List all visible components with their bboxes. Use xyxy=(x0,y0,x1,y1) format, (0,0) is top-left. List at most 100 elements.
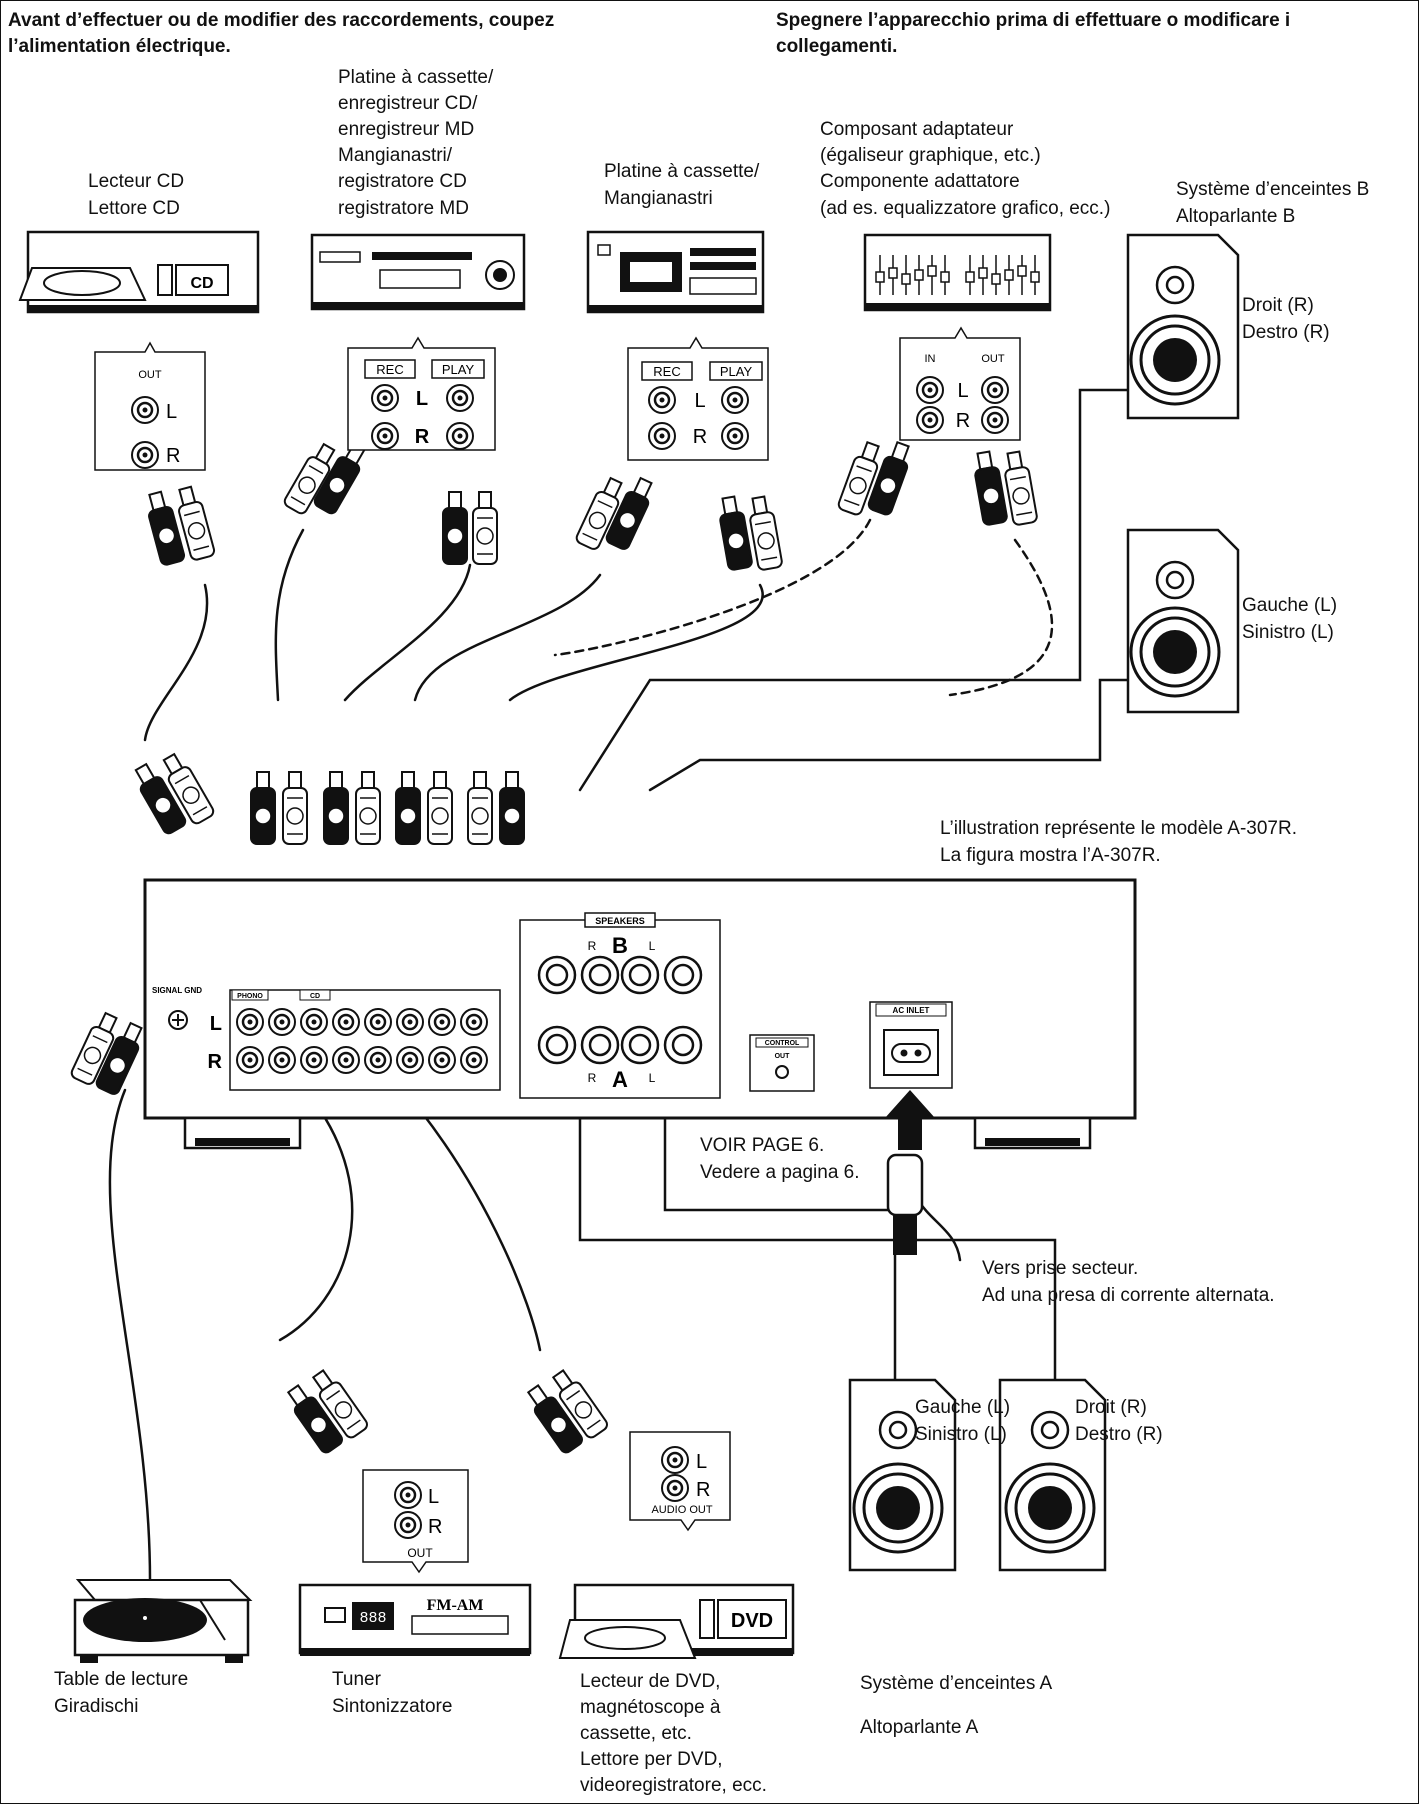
eq-l-label: L xyxy=(957,380,968,402)
spk-a-right-fr: Droit (R) xyxy=(1075,1397,1147,1418)
warning-fr-line1: Avant d’effectuer ou de modifier des rac… xyxy=(8,10,555,31)
cd-player: CD xyxy=(18,230,260,314)
mains-it: Ad una presa di corrente alternata. xyxy=(982,1285,1275,1306)
spk-a-l-label: L xyxy=(649,1071,656,1085)
eq-caption-2: (égaliseur graphique, etc.) xyxy=(820,145,1041,166)
md-caption-6: registratore MD xyxy=(338,198,469,219)
eq-caption-1: Composant adaptateur xyxy=(820,119,1014,140)
spk-b-left-fr: Gauche (L) xyxy=(1242,595,1338,616)
cd-caption-it: Lettore CD xyxy=(88,198,180,219)
md-caption-4: Mangianastri/ xyxy=(338,145,453,166)
equalizer xyxy=(863,233,1052,312)
tape-rec-label: REC xyxy=(653,364,680,379)
tuner-jack-panel: L R OUT xyxy=(362,1469,469,1574)
amp-l-label: L xyxy=(210,1013,222,1035)
spk-a-right-it: Destro (R) xyxy=(1075,1424,1163,1445)
eq-r-label: R xyxy=(956,410,970,432)
md-jack-panel: REC PLAY L R xyxy=(347,336,496,451)
mains-fr: Vers prise secteur. xyxy=(982,1258,1139,1279)
md-caption-5: registratore CD xyxy=(338,171,467,192)
eq-in-label: IN xyxy=(925,353,936,365)
dvd-badge: DVD xyxy=(731,1610,773,1632)
amp-r-label: R xyxy=(208,1051,223,1073)
md-rec-label: REC xyxy=(376,362,403,377)
amp-note-it: La figura mostra l’A-307R. xyxy=(940,845,1161,866)
spk-a-r-label: R xyxy=(588,1071,597,1085)
tape-caption-it: Mangianastri xyxy=(604,188,713,209)
tape-deck xyxy=(586,230,765,314)
tape-caption-fr: Platine à cassette/ xyxy=(604,161,760,182)
spk-a-caption-fr: Système d’enceintes A xyxy=(860,1673,1053,1694)
speaker-b-right xyxy=(1126,233,1240,420)
warning-fr-line2: l’alimentation électrique. xyxy=(8,36,231,57)
cd-r-label: R xyxy=(166,445,180,467)
spk-b-r-label: R xyxy=(588,939,597,953)
tuner-caption-it: Sintonizzatore xyxy=(332,1696,453,1717)
warning-it-line1: Spegnere l’apparecchio prima di effettua… xyxy=(776,10,1291,31)
tuner-digits: 888 xyxy=(359,1610,386,1627)
dvd-jack-panel: L R AUDIO OUT xyxy=(629,1431,731,1532)
tape-l-label: L xyxy=(694,390,705,412)
md-caption-3: enregistreur MD xyxy=(338,119,475,140)
tuner-badge: FM-AM xyxy=(427,1597,484,1614)
dvd-caption-4: Lettore per DVD, xyxy=(580,1749,723,1770)
see-page-it: Vedere a pagina 6. xyxy=(700,1162,860,1183)
spk-b-caption-fr: Système d’enceintes B xyxy=(1176,179,1370,200)
turntable xyxy=(73,1579,253,1663)
speaker-b-left xyxy=(1126,528,1240,714)
cd-jack-panel: OUT L R xyxy=(94,341,206,471)
dvd-r-label: R xyxy=(696,1479,710,1501)
amp-cd-label: CD xyxy=(310,993,320,1000)
spk-b-right-fr: Droit (R) xyxy=(1242,295,1314,316)
md-caption-2: enregistreur CD/ xyxy=(338,93,478,114)
cd-l-label: L xyxy=(166,401,177,423)
warning-it-line2: collegamenti. xyxy=(776,36,898,57)
tuner-l-label: L xyxy=(428,1486,439,1508)
md-play-label: PLAY xyxy=(442,362,475,377)
md-caption-1: Platine à cassette/ xyxy=(338,67,494,88)
plug-in-arrow xyxy=(885,1090,935,1150)
control-out-label: OUT xyxy=(775,1053,791,1060)
spk-a-label: A xyxy=(612,1067,628,1092)
speaker-a-right xyxy=(998,1378,1107,1572)
dvd-caption-1: Lecteur de DVD, xyxy=(580,1671,721,1692)
dvd-player: DVD xyxy=(558,1583,795,1659)
speakers-label: SPEAKERS xyxy=(595,916,645,926)
eq-caption-3: Componente adattatore xyxy=(820,171,1020,192)
md-l-label: L xyxy=(416,388,428,410)
eq-jack-panel: IN OUT L R xyxy=(899,326,1021,441)
dvd-caption-5: videoregistratore, ecc. xyxy=(580,1775,767,1796)
eq-caption-4: (ad es. equalizzatore grafico, ecc.) xyxy=(820,198,1111,219)
md-recorder xyxy=(310,233,526,311)
eq-out-label: OUT xyxy=(981,353,1005,365)
turntable-caption-it: Giradischi xyxy=(54,1696,139,1717)
tuner-caption-fr: Tuner xyxy=(332,1669,381,1690)
control-label: CONTROL xyxy=(765,1040,800,1047)
turntable-caption-fr: Table de lecture xyxy=(54,1669,189,1690)
signal-gnd-label: SIGNAL GND xyxy=(152,986,202,995)
spk-b-label: B xyxy=(612,933,628,958)
speaker-a-left xyxy=(848,1378,957,1572)
see-page-fr: VOIR PAGE 6. xyxy=(700,1135,825,1156)
amplifier-rear-panel: SIGNAL GND PHONO CD L R SPEAKERS R B L xyxy=(143,878,1137,1150)
cd-out-label: OUT xyxy=(138,369,162,381)
md-r-label: R xyxy=(415,426,430,448)
phono-label: PHONO xyxy=(237,993,263,1000)
spk-b-l-label: L xyxy=(649,939,656,953)
dvd-out-label: AUDIO OUT xyxy=(651,1504,712,1516)
tuner-r-label: R xyxy=(428,1516,442,1538)
spk-a-left-fr: Gauche (L) xyxy=(915,1397,1011,1418)
tuner-out-label: OUT xyxy=(407,1546,433,1560)
cd-caption-fr: Lecteur CD xyxy=(88,171,185,192)
dvd-l-label: L xyxy=(696,1451,707,1473)
tuner: 888 FM-AM xyxy=(298,1583,532,1656)
ac-plug xyxy=(886,1153,924,1255)
spk-b-right-it: Destro (R) xyxy=(1242,322,1330,343)
ac-inlet-label: AC INLET xyxy=(893,1006,930,1015)
tape-jack-panel: REC PLAY L R xyxy=(627,336,769,461)
tape-r-label: R xyxy=(693,426,707,448)
tape-play-label: PLAY xyxy=(720,364,753,379)
cables xyxy=(108,388,1130,1582)
